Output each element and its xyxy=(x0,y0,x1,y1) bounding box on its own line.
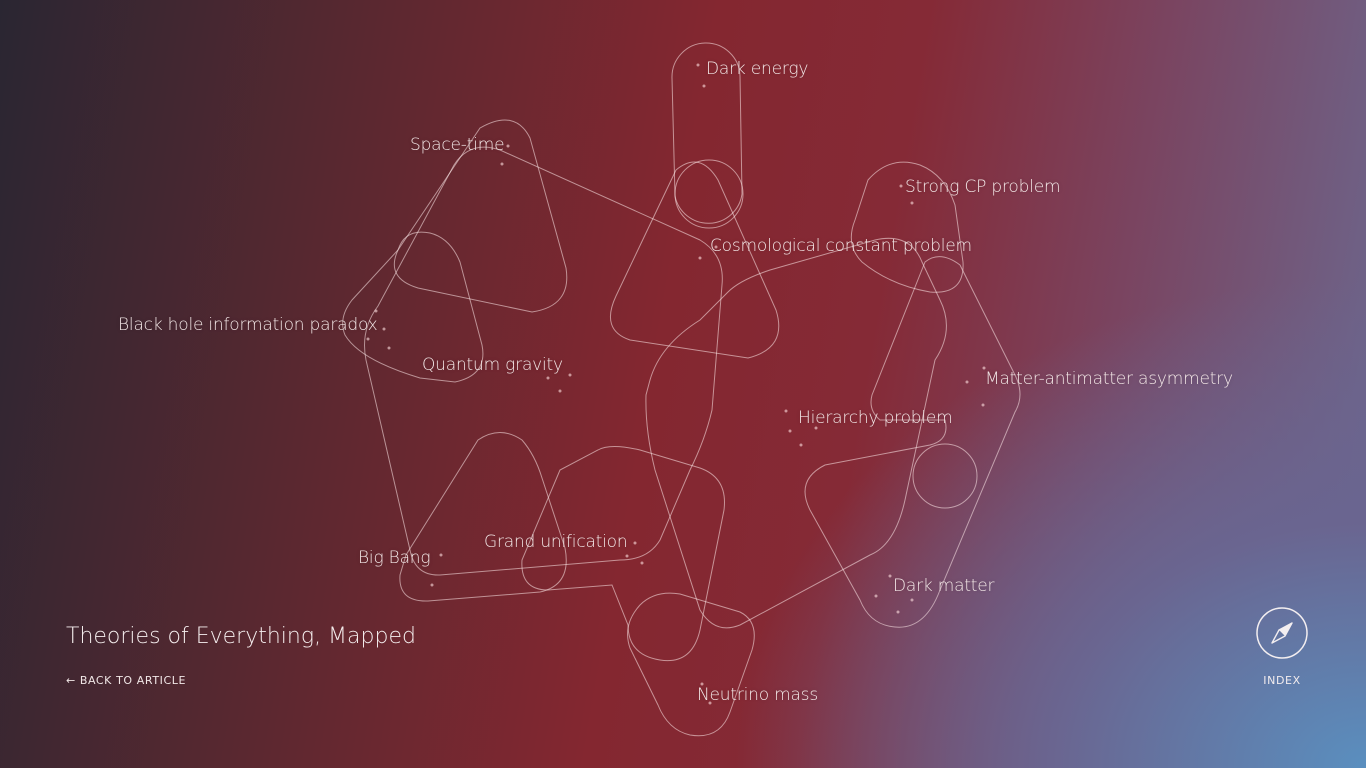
cosmological-neutrino-connection xyxy=(645,237,947,629)
topic-quantum-gravity[interactable]: Quantum gravity xyxy=(422,355,563,375)
topic-hierarchy-problem[interactable]: Hierarchy problem xyxy=(798,408,953,428)
matter-antimatter-connection xyxy=(804,256,1021,628)
topic-matter-antimatter-asymmetry[interactable]: Matter-antimatter asymmetry xyxy=(985,369,1233,389)
strong-cp-connection xyxy=(850,161,964,293)
topic-space-time[interactable]: Space-time xyxy=(410,135,505,155)
topic-dark-matter[interactable]: Dark matter xyxy=(893,576,995,596)
page-title: Theories of Everything, Mapped xyxy=(66,624,416,649)
topic-grand-unification[interactable]: Grand unification xyxy=(484,532,628,552)
topic-cosmological-constant-problem[interactable]: Cosmological constant problem xyxy=(710,236,972,256)
big-bang-connection xyxy=(399,432,567,602)
left-arrow-icon: ← xyxy=(66,674,76,687)
topic-neutrino-mass[interactable]: Neutrino mass xyxy=(697,685,818,705)
quantum-gravity-connection xyxy=(342,231,484,383)
matter-antimatter-joint xyxy=(912,443,978,509)
topic-dots xyxy=(366,63,986,705)
index-label: INDEX xyxy=(1263,674,1301,687)
neutrino-connection xyxy=(627,592,755,737)
topic-dark-energy[interactable]: Dark energy xyxy=(706,59,809,79)
index-button[interactable]: INDEX xyxy=(1254,606,1310,687)
cosmology-connection xyxy=(609,161,780,359)
compass-icon xyxy=(1256,607,1308,659)
dark-energy-connection xyxy=(671,42,743,224)
topic-black-hole-information-paradox[interactable]: Black hole information paradox xyxy=(118,315,378,335)
unification-connection xyxy=(364,146,723,576)
topic-big-bang[interactable]: Big Bang xyxy=(358,548,431,568)
back-to-article-label: BACK TO ARTICLE xyxy=(79,674,187,687)
back-to-article-link[interactable]: ← BACK TO ARTICLE xyxy=(66,674,186,687)
dark-energy-joint xyxy=(674,159,744,229)
topic-strong-cp-problem[interactable]: Strong CP problem xyxy=(905,177,1061,197)
grand-unification-connection xyxy=(521,446,725,662)
